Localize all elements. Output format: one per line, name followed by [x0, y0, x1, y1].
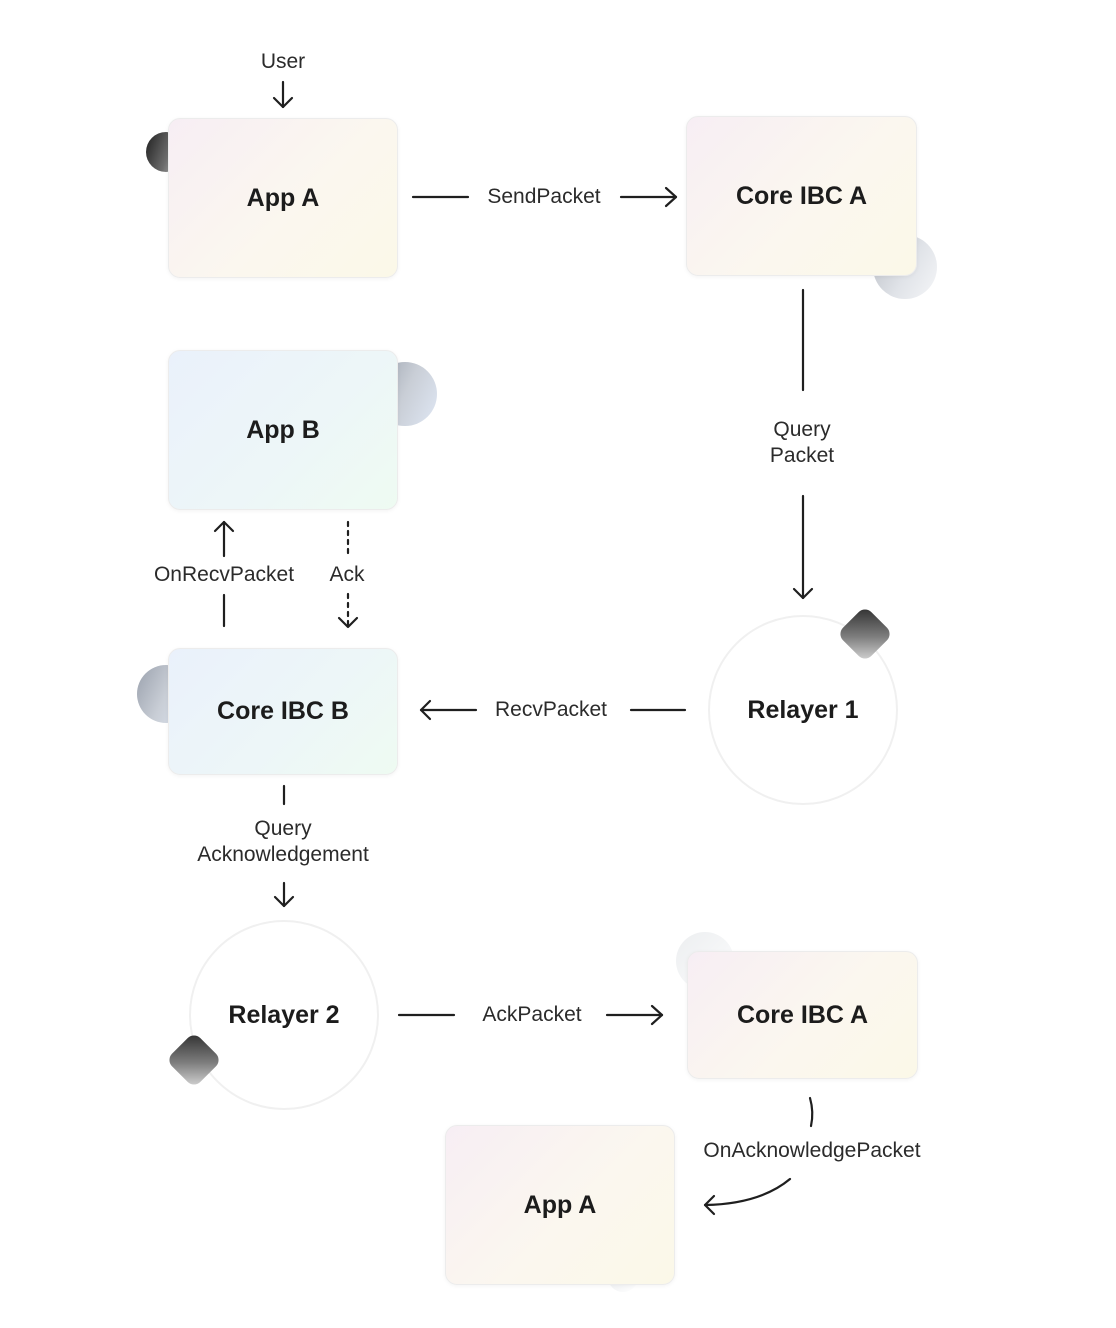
edge-query-acknowledgement: [273, 784, 295, 908]
label-line: Query: [254, 817, 312, 840]
label-on-recv-packet: OnRecvPacket: [153, 563, 295, 586]
node-relayer-2: Relayer 2: [189, 920, 379, 1110]
node-label: App A: [523, 1190, 597, 1219]
node-app-a-bottom: App A: [445, 1125, 675, 1285]
label-query-packet: Query Packet: [770, 417, 834, 469]
node-label: App A: [246, 183, 320, 212]
label-send-packet: SendPacket: [487, 185, 601, 208]
node-core-ibc-a-top: Core IBC A: [686, 116, 917, 276]
node-label: Relayer 1: [747, 695, 859, 724]
node-label: Core IBC A: [735, 181, 868, 210]
node-app-a-top: App A: [168, 118, 398, 278]
label-line: Acknowledgement: [197, 843, 369, 866]
label-user: User: [260, 50, 306, 73]
node-label: App B: [246, 415, 320, 444]
edge-on-recv-packet: [213, 520, 235, 628]
edge-send-packet: [411, 186, 678, 208]
edge-ack: [337, 520, 359, 629]
edge-recv-packet: [419, 699, 687, 721]
edge-query-packet: [792, 288, 814, 600]
edge-user-arrow: [272, 80, 294, 109]
node-label: Core IBC B: [217, 697, 349, 725]
label-line: Query: [773, 418, 831, 441]
label-ack-packet: AckPacket: [482, 1003, 582, 1026]
node-core-ibc-a-bottom: Core IBC A: [687, 951, 918, 1079]
node-label: Relayer 2: [228, 1000, 340, 1029]
label-line: Packet: [769, 444, 835, 467]
node-app-b: App B: [168, 350, 398, 510]
edge-ack-packet: [397, 1004, 664, 1026]
label-ack: Ack: [329, 563, 365, 586]
node-label: Core IBC A: [736, 1000, 869, 1029]
label-recv-packet: RecvPacket: [494, 698, 608, 721]
label-query-acknowledgement: Query Acknowledgement: [197, 816, 369, 868]
label-on-acknowledge-packet: OnAcknowledgePacket: [703, 1139, 921, 1162]
node-core-ibc-b: Core IBC B: [168, 648, 398, 775]
edge-on-acknowledge-packet: [703, 1096, 814, 1216]
